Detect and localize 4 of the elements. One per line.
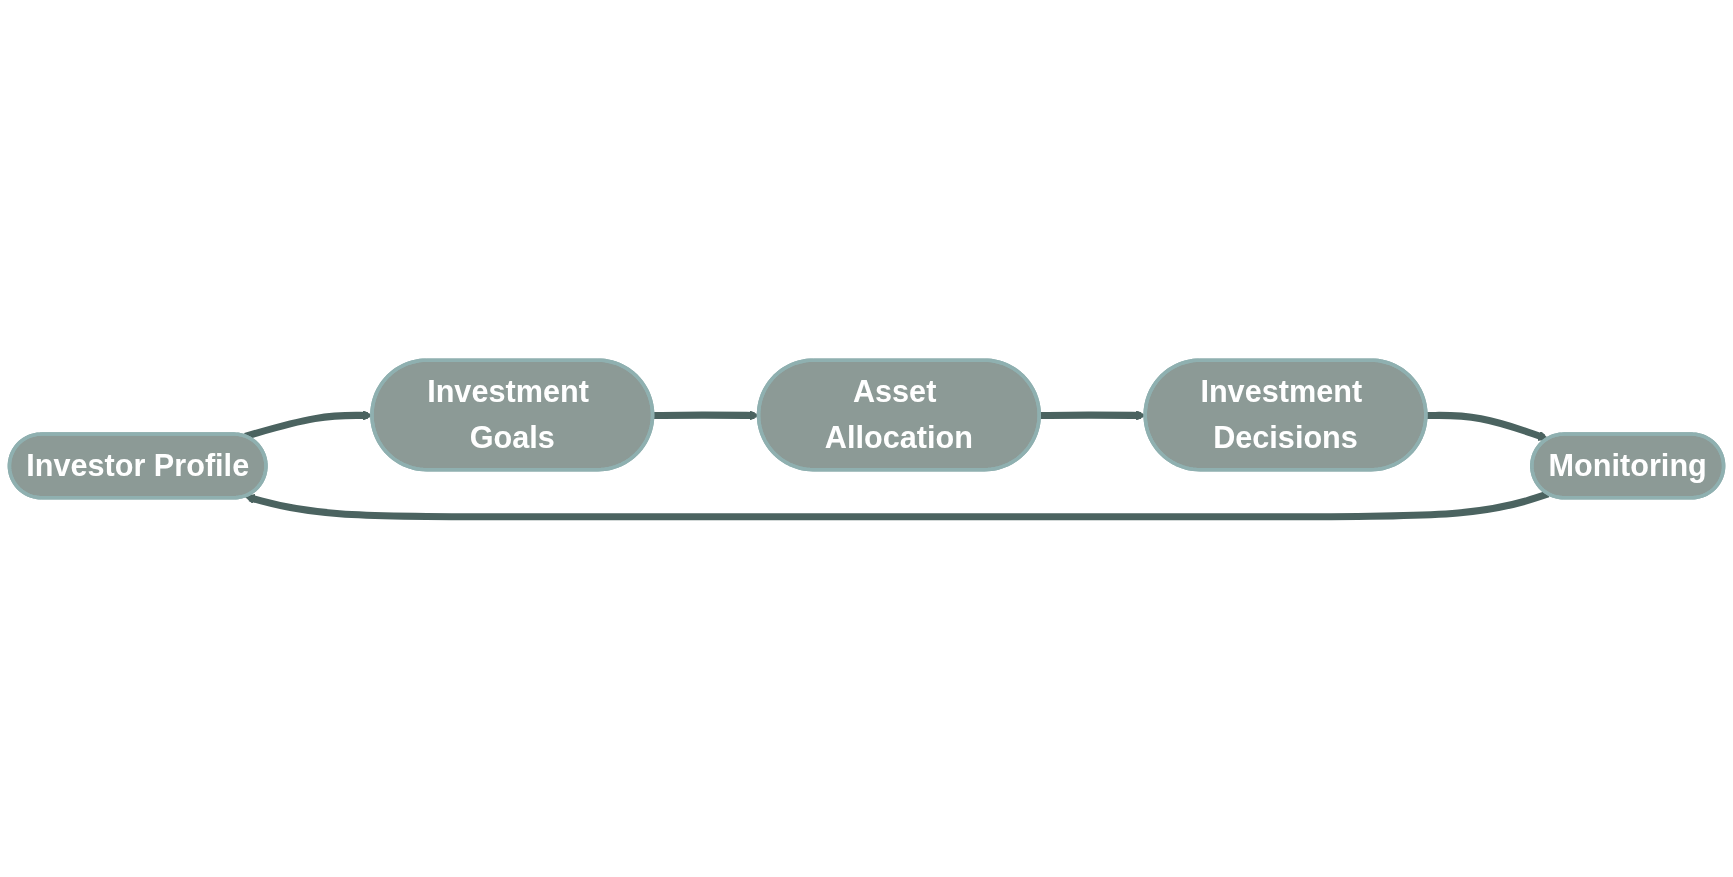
arrow [653, 410, 760, 421]
arrow [244, 490, 1550, 521]
arrow [1426, 411, 1549, 441]
arrow [244, 410, 373, 440]
